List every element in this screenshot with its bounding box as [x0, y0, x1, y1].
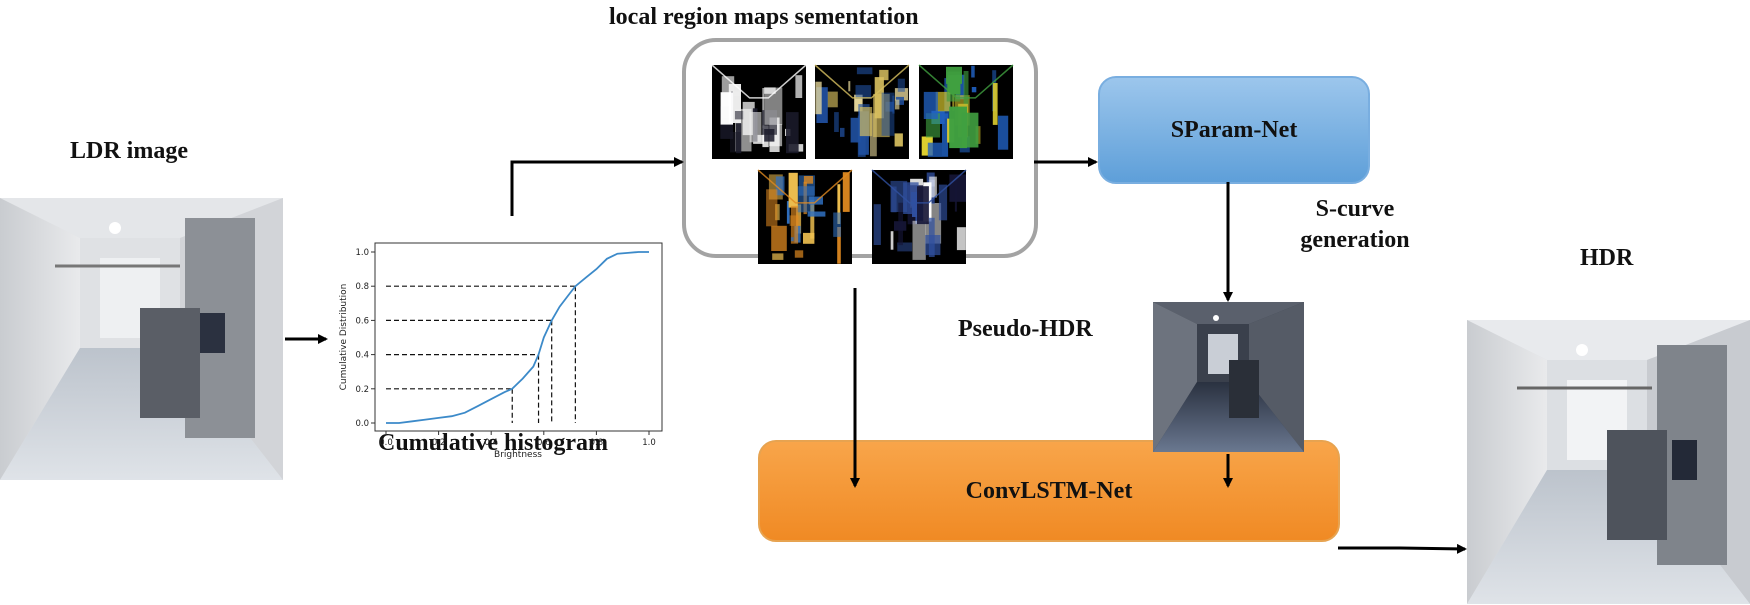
chart-y-tick-label: 0.0 [355, 419, 369, 429]
region-map-1 [711, 64, 807, 159]
arrow-chart-to-regions [510, 157, 684, 216]
hdr-photo [1467, 320, 1750, 604]
chart-x-tick-label: 0.0 [379, 438, 393, 448]
chart-y-tick-label: 0.8 [355, 282, 369, 292]
chart-y-tick-label: 0.6 [355, 316, 369, 326]
chart-x-tick-label: 1.0 [642, 438, 656, 448]
region-map-4 [757, 169, 853, 264]
chart-x-tick-label: 0.4 [484, 438, 498, 448]
pseudo-hdr-photo [1153, 302, 1304, 452]
ldr-image-label: LDR image [70, 138, 188, 164]
region-map-2 [814, 64, 910, 159]
chart-x-tick-label: 0.6 [537, 438, 551, 448]
hdr-label: HDR [1580, 245, 1634, 271]
region-map-thumbnails [711, 64, 1014, 264]
chart-x-tick-label: 0.2 [432, 438, 446, 448]
region-maps-label: local region maps sementation [609, 4, 919, 30]
ldr-photo [0, 198, 283, 480]
chart-x-axis-label: Brightness [494, 450, 542, 460]
cumulative-histogram-label: Cumulative histogram [378, 430, 608, 456]
sparam-net-box: SParam-Net [1098, 76, 1370, 184]
chart-plot-area [374, 242, 663, 432]
s-curve-label-line2: generation [1300, 227, 1410, 253]
region-map-3 [918, 64, 1014, 159]
chart-series-line [386, 251, 649, 424]
chart-y-axis-label: Cumulative Distribution [339, 284, 349, 391]
chart-y-tick-label: 1.0 [355, 248, 369, 258]
s-curve-label-line1: S-curve [1315, 196, 1395, 222]
region-map-5 [871, 169, 967, 264]
pseudo-hdr-label: Pseudo-HDR [958, 316, 1093, 342]
chart-y-tick-label: 0.4 [355, 351, 369, 361]
cumulative-histogram-chart: 0.0 0.2 0.4 0.6 0.8 1.0 0.0 0.2 0.4 0.6 0.8 1.0 Bri… [339, 242, 663, 460]
chart-y-tick-label: 0.2 [355, 385, 369, 395]
arrow-convlstm-to-hdr [1338, 543, 1467, 554]
chart-x-tick-label: 0.8 [590, 438, 604, 448]
